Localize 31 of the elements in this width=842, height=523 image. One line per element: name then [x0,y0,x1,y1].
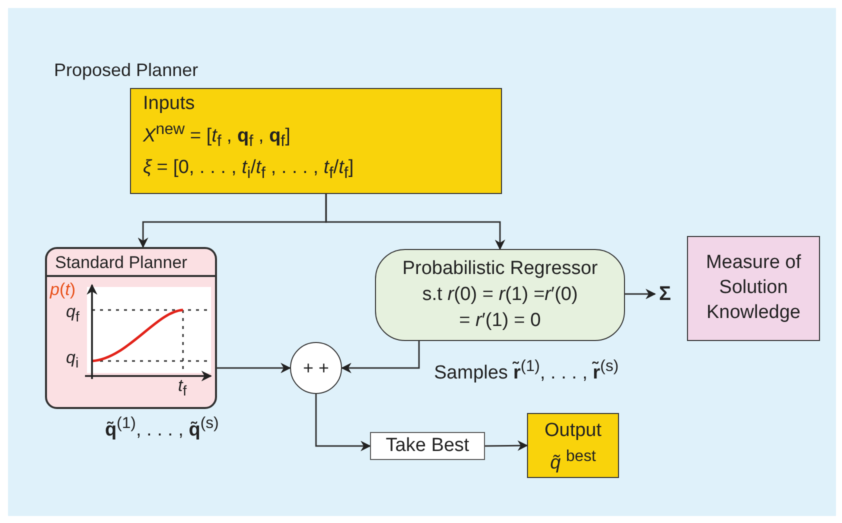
summing-junction [290,342,342,394]
node-title: Output [543,420,603,442]
arrow [217,362,292,374]
node-caption: q̃$^{(1)}$, . . . , q̃$^{(s)}$ [105,415,219,442]
axis-label: p(t) [50,280,76,300]
tick-label: q$_{f}$ [66,302,80,326]
node-title: Probabilistic Regressor [401,258,599,280]
arrow [625,288,656,300]
node-text: Take Best [386,435,470,457]
tick-label: t$_{f}$ [178,376,187,400]
input-box [130,88,502,194]
process-box [370,432,485,460]
node-text: Σ [658,282,671,306]
panel-header: Standard Planner [47,249,215,277]
edge-label: Samples r̃$^{(1)}$, . . . , r̃$^{(s)}$ [434,358,619,384]
node-text: + + [302,358,330,378]
formula-text: X$^{new}$ = [t$_{f}$ , q$_{f}$ , q$_{f}$] [143,121,292,152]
tick-label: q$_{i}$ [66,348,79,372]
constraint-text: s.t r(0) = r(1) =r′(0) = r′(1) = 0 [421,283,579,333]
panel-title: Proposed Planner [54,60,198,81]
arrow [485,440,528,451]
output-box [527,413,619,478]
regressor-box [375,249,625,341]
measure-box [687,236,820,341]
arrow [315,394,372,452]
formula-text: ξ = [0, . . . , t$_{i}$/t$_{f}$ , . . . , t$_{f}$/t$_{f}$] [143,157,355,183]
node-title: Inputs [143,93,196,115]
formula-text: q̃ $^{best}$ [549,448,597,474]
arrow [340,341,420,374]
arrow [325,194,506,250]
node-text: Measure of Solution Knowledge [704,251,802,325]
